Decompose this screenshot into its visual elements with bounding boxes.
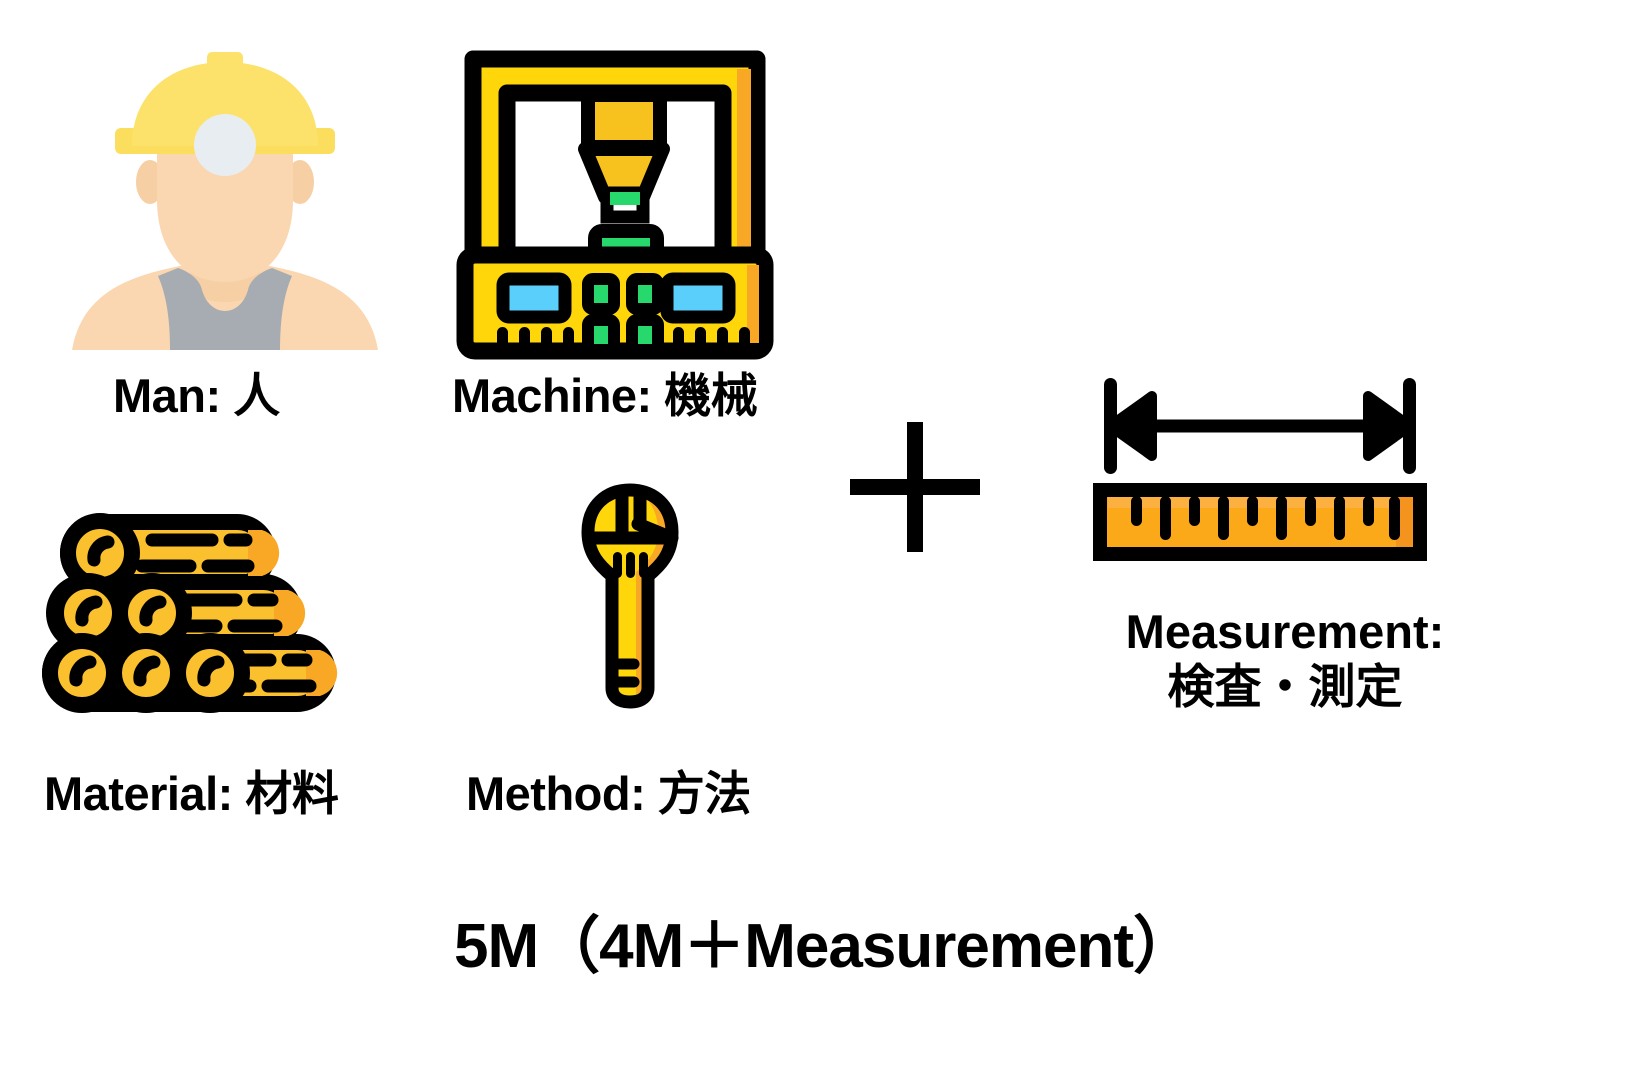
machine-label: Machine: 機械 [452,369,758,422]
man-icon-group [60,50,390,350]
material-label: Material: 材料 [44,767,339,820]
log-stack-icon [42,513,338,713]
machine-icon-group [455,45,775,365]
plus-icon [850,422,980,552]
measurement-label-jp: 検査・測定 [1167,660,1403,714]
ruler-measure-icon [1093,378,1427,561]
page-title: 5M（4M＋Measurement） [454,912,1195,981]
plus-operator [840,415,990,565]
cnc-machine-icon [456,50,774,360]
measurement-label: Measurement: 検査・測定 [1015,604,1555,715]
method-label: Method: 方法 [466,767,751,820]
worker-person-icon [72,52,378,350]
man-label: Man: 人 [113,369,280,422]
wrench-icon [581,483,679,709]
method-icon-group [560,480,700,710]
material-icon-group [40,500,360,720]
measurement-icon-group [1090,370,1430,570]
measurement-label-en: Measurement: [1125,605,1445,658]
